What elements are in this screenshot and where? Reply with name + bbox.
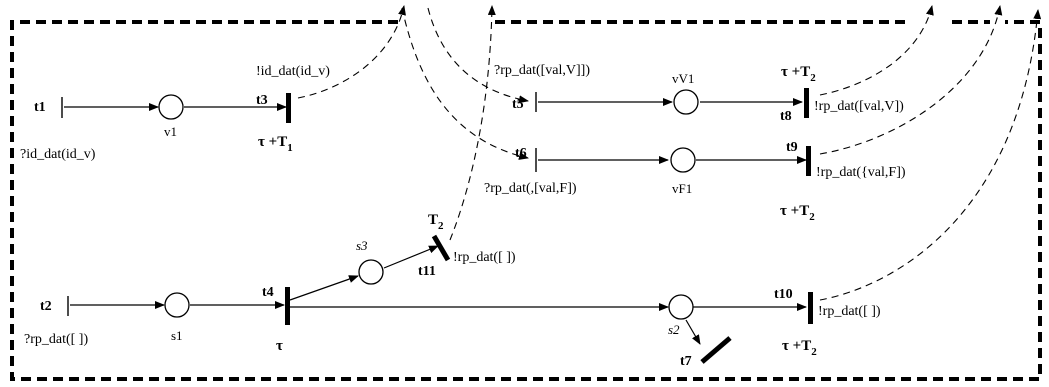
t5-name: t5 xyxy=(512,97,524,112)
t2-name: t2 xyxy=(40,299,52,314)
t10-name: t10 xyxy=(774,287,793,302)
place-s2 xyxy=(668,294,694,320)
t9-cond: τ +T2 xyxy=(780,203,815,223)
t11-cond: T2 xyxy=(428,212,444,232)
arcs xyxy=(64,98,807,345)
transition-t10-bar xyxy=(808,292,813,324)
t1-action: ?id_dat(id_v) xyxy=(20,147,96,162)
t11-action: !rp_dat([ ]) xyxy=(453,250,516,265)
labels: t1 ?id_dat(id_v) v1 !id_dat(id_v) t3 τ +… xyxy=(20,63,906,369)
v1-label: v1 xyxy=(164,124,177,139)
place-s3 xyxy=(358,259,384,285)
t5-action: ?rp_dat([val,V]]) xyxy=(494,63,590,78)
module-boundary xyxy=(10,20,1042,381)
transition-t11-bar xyxy=(431,234,451,262)
t8-name: t8 xyxy=(780,109,792,124)
t2-action: ?rp_dat([ ]) xyxy=(24,332,88,347)
t11-name: t11 xyxy=(418,264,436,279)
vF1-label: vF1 xyxy=(672,181,692,196)
transition-t9-bar xyxy=(806,146,811,176)
place-vV1 xyxy=(673,89,699,115)
place-vF1 xyxy=(670,147,696,173)
vV1-label: vV1 xyxy=(672,71,694,86)
t9-action: !rp_dat({val,F]) xyxy=(816,165,906,180)
place-v1 xyxy=(158,94,184,120)
t8-action: !rp_dat([val,V]) xyxy=(814,99,904,114)
t10-cond: τ +T2 xyxy=(782,338,817,358)
t1-name: t1 xyxy=(34,100,46,115)
transition-t3-bar xyxy=(286,93,291,123)
t6-name: t6 xyxy=(515,146,527,161)
transition-t4-bar xyxy=(285,287,290,325)
s1-label: s1 xyxy=(171,328,183,343)
t9-name: t9 xyxy=(786,140,798,155)
t4-cond: τ xyxy=(276,338,283,354)
t3-cond: τ +T1 xyxy=(258,134,293,154)
t3-action: !id_dat(id_v) xyxy=(256,64,330,79)
t3-name: t3 xyxy=(256,93,268,108)
t6-action: ?rp_dat(,[val,F]) xyxy=(484,181,577,196)
t10-action: !rp_dat([ ]) xyxy=(818,304,881,319)
t7-name: t7 xyxy=(680,354,692,369)
transition-t7-bar xyxy=(700,336,732,364)
places xyxy=(158,89,699,320)
transition-t8-bar xyxy=(804,88,809,118)
transitions xyxy=(61,88,813,364)
t4-name: t4 xyxy=(262,285,274,300)
dashed-arcs xyxy=(297,5,1042,301)
s3-label: s3 xyxy=(356,238,368,253)
t8-cond: τ +T2 xyxy=(781,64,816,84)
place-s1 xyxy=(164,292,190,318)
s2-label: s2 xyxy=(668,322,680,337)
